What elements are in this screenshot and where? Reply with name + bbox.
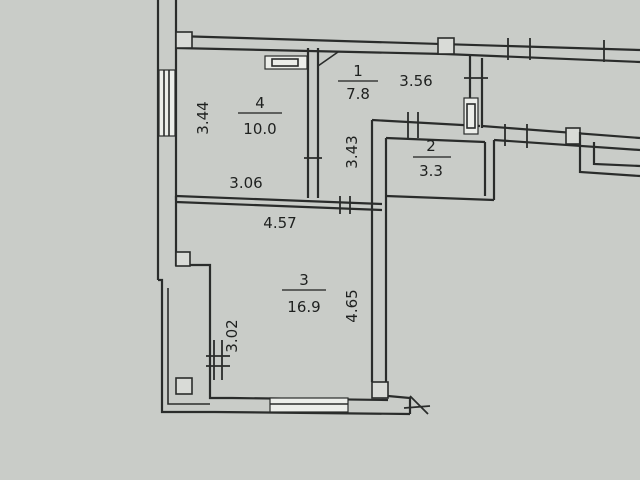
dim-loggia-height: 3.02 xyxy=(223,319,241,352)
top-wall-ticks xyxy=(507,38,605,62)
room2-walls xyxy=(370,112,496,382)
room1-number: 1 xyxy=(353,62,363,80)
room3-bottom xyxy=(214,381,431,416)
corner-post-top-left xyxy=(175,31,193,49)
dim-room3-height: 4.65 xyxy=(343,289,361,322)
wall-4-3 xyxy=(175,194,383,214)
shaft xyxy=(463,56,488,135)
room3-number: 3 xyxy=(299,271,309,289)
room1-area: 7.8 xyxy=(346,85,370,103)
dim-room4-height: 3.44 xyxy=(194,101,212,134)
left-window xyxy=(158,69,176,137)
room4-area: 10.0 xyxy=(243,120,276,138)
loggia xyxy=(167,251,230,405)
room2-area: 3.3 xyxy=(419,162,443,180)
room4-number: 4 xyxy=(255,94,265,112)
partition-4-1 xyxy=(304,48,322,198)
dim-room4-width: 3.06 xyxy=(229,174,262,192)
top-wall xyxy=(175,34,640,64)
room3-area: 16.9 xyxy=(287,298,320,316)
dim-room1-width: 3.56 xyxy=(399,72,432,90)
radiator-room4 xyxy=(264,55,308,70)
corner-post-top-mid xyxy=(437,37,455,55)
dim-room3-width: 4.57 xyxy=(263,214,296,232)
dim-room1-height: 3.43 xyxy=(343,135,361,168)
right-corridor xyxy=(481,124,640,178)
room1-notch xyxy=(317,51,339,67)
room2-number: 2 xyxy=(426,137,436,155)
